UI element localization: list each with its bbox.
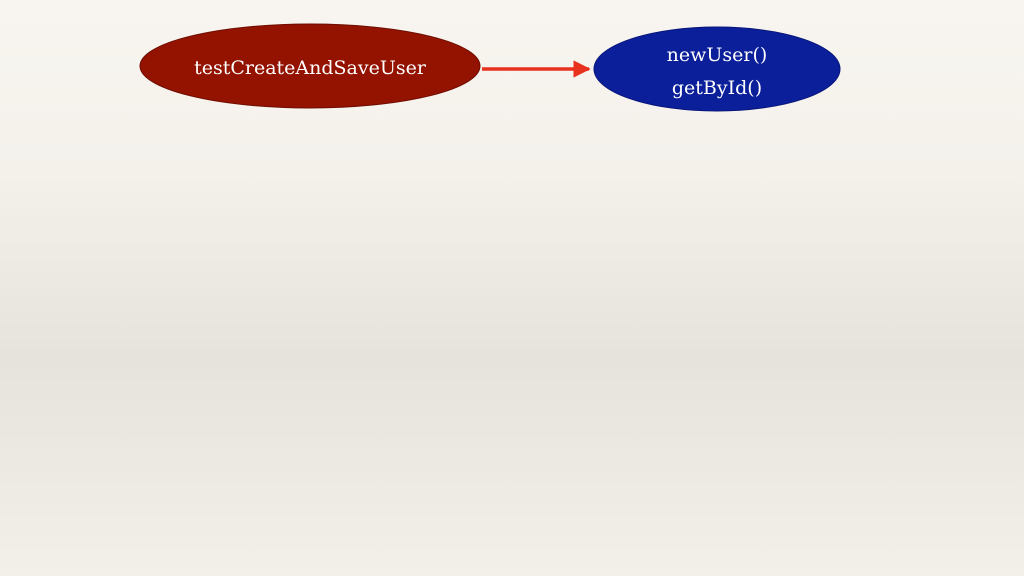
node-label-line-1: newUser()	[667, 44, 768, 66]
node-label-line-2: getById()	[672, 77, 762, 99]
node-user-methods: newUser() getById()	[593, 26, 841, 112]
node-ellipse	[593, 26, 841, 112]
node-label: testCreateAndSaveUser	[194, 57, 427, 79]
node-ellipse	[139, 23, 481, 109]
node-test-create-and-save-user: testCreateAndSaveUser	[139, 23, 481, 109]
